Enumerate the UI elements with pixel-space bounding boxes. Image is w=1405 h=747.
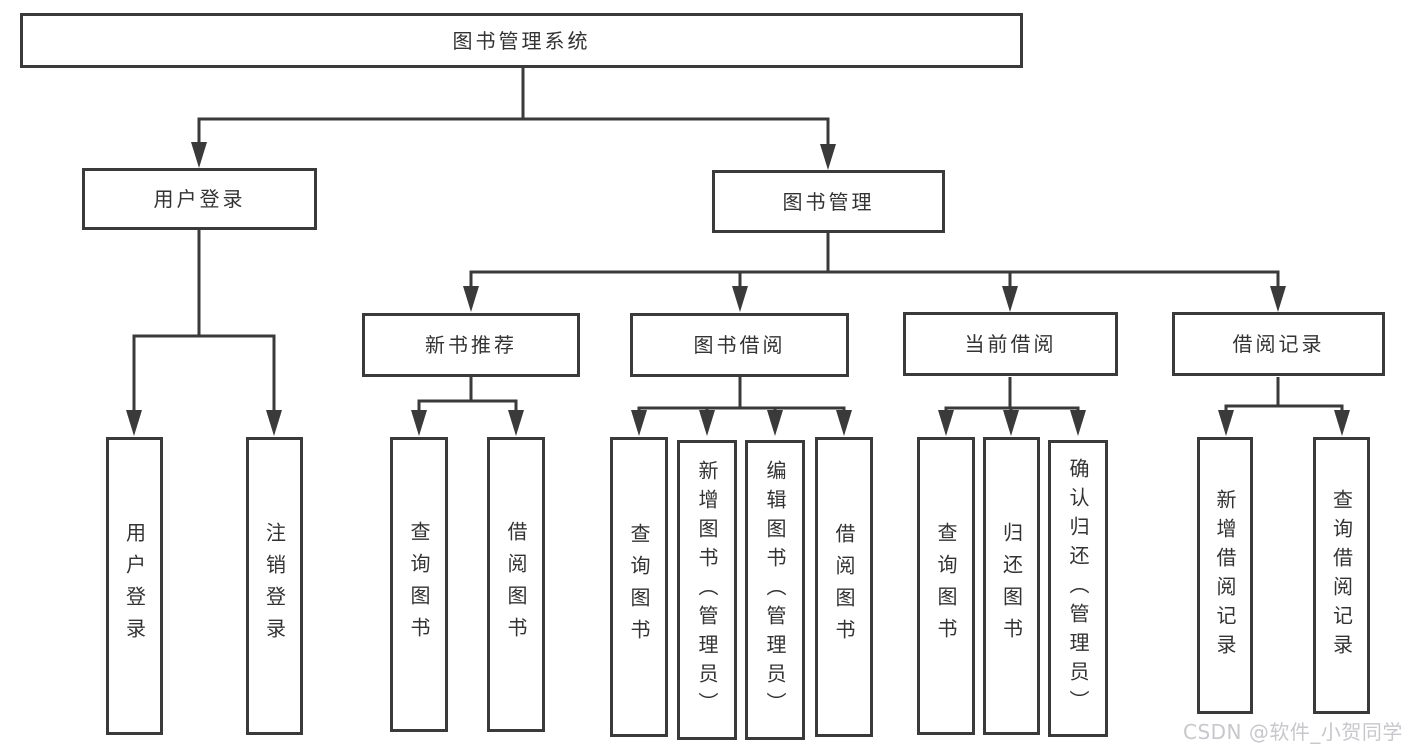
node-new-book-recommend: 新书推荐 [362, 313, 580, 377]
leaf-br-add-record: 新增借阅记录 [1197, 437, 1253, 714]
leaf-nb-borrow-books: 借阅图书 [487, 437, 545, 732]
leaf-bb-add-books-admin-label: 新增图书（管理员） [695, 459, 719, 721]
node-root: 图书管理系统 [20, 13, 1023, 68]
leaf-logout: 注销登录 [246, 437, 303, 735]
leaf-nb-borrow-books-label: 借阅图书 [504, 520, 528, 649]
leaf-bb-add-books-admin: 新增图书（管理员） [677, 440, 737, 740]
node-book-management-label: 图书管理 [782, 189, 875, 214]
node-book-borrowing: 图书借阅 [630, 313, 849, 377]
node-book-borrowing-label: 图书借阅 [693, 333, 786, 357]
node-user-login: 用户登录 [82, 168, 317, 230]
leaf-bb-query-books-label: 查询图书 [627, 523, 651, 651]
leaf-br-query-record: 查询借阅记录 [1313, 437, 1370, 714]
node-new-book-recommend-label: 新书推荐 [425, 333, 517, 357]
leaf-cb-confirm-return-admin: 确认归还（管理员） [1048, 440, 1108, 737]
leaf-cb-return-books-label: 归还图书 [999, 522, 1024, 650]
leaf-user-login: 用户登录 [106, 437, 163, 735]
leaf-cb-return-books: 归还图书 [983, 437, 1040, 735]
leaf-logout-label: 注销登录 [262, 522, 287, 650]
leaf-bb-edit-books-admin-label: 编辑图书（管理员） [763, 459, 787, 721]
node-current-borrowing-label: 当前借阅 [964, 332, 1057, 356]
node-current-borrowing: 当前借阅 [903, 312, 1118, 376]
leaf-cb-query-books: 查询图书 [917, 437, 975, 735]
leaf-bb-borrow-books-label: 借阅图书 [832, 523, 856, 651]
leaf-nb-query-books: 查询图书 [390, 437, 448, 732]
node-user-login-label: 用户登录 [153, 187, 246, 211]
leaf-bb-edit-books-admin: 编辑图书（管理员） [745, 440, 805, 740]
node-borrowing-records: 借阅记录 [1172, 312, 1385, 376]
watermark: CSDN @软件_小贺同学 [1183, 720, 1403, 744]
leaf-cb-confirm-return-admin-label: 确认归还（管理员） [1066, 458, 1090, 719]
leaf-bb-borrow-books: 借阅图书 [815, 437, 873, 737]
node-root-label: 图书管理系统 [452, 28, 591, 53]
node-borrowing-records-label: 借阅记录 [1232, 332, 1325, 356]
leaf-br-add-record-label: 新增借阅记录 [1213, 488, 1237, 663]
leaf-bb-query-books: 查询图书 [610, 437, 668, 737]
node-book-management: 图书管理 [712, 170, 945, 233]
leaf-user-login-label: 用户登录 [122, 522, 147, 650]
leaf-nb-query-books-label: 查询图书 [407, 520, 431, 649]
leaf-cb-query-books-label: 查询图书 [934, 522, 958, 650]
leaf-br-query-record-label: 查询借阅记录 [1329, 488, 1354, 663]
